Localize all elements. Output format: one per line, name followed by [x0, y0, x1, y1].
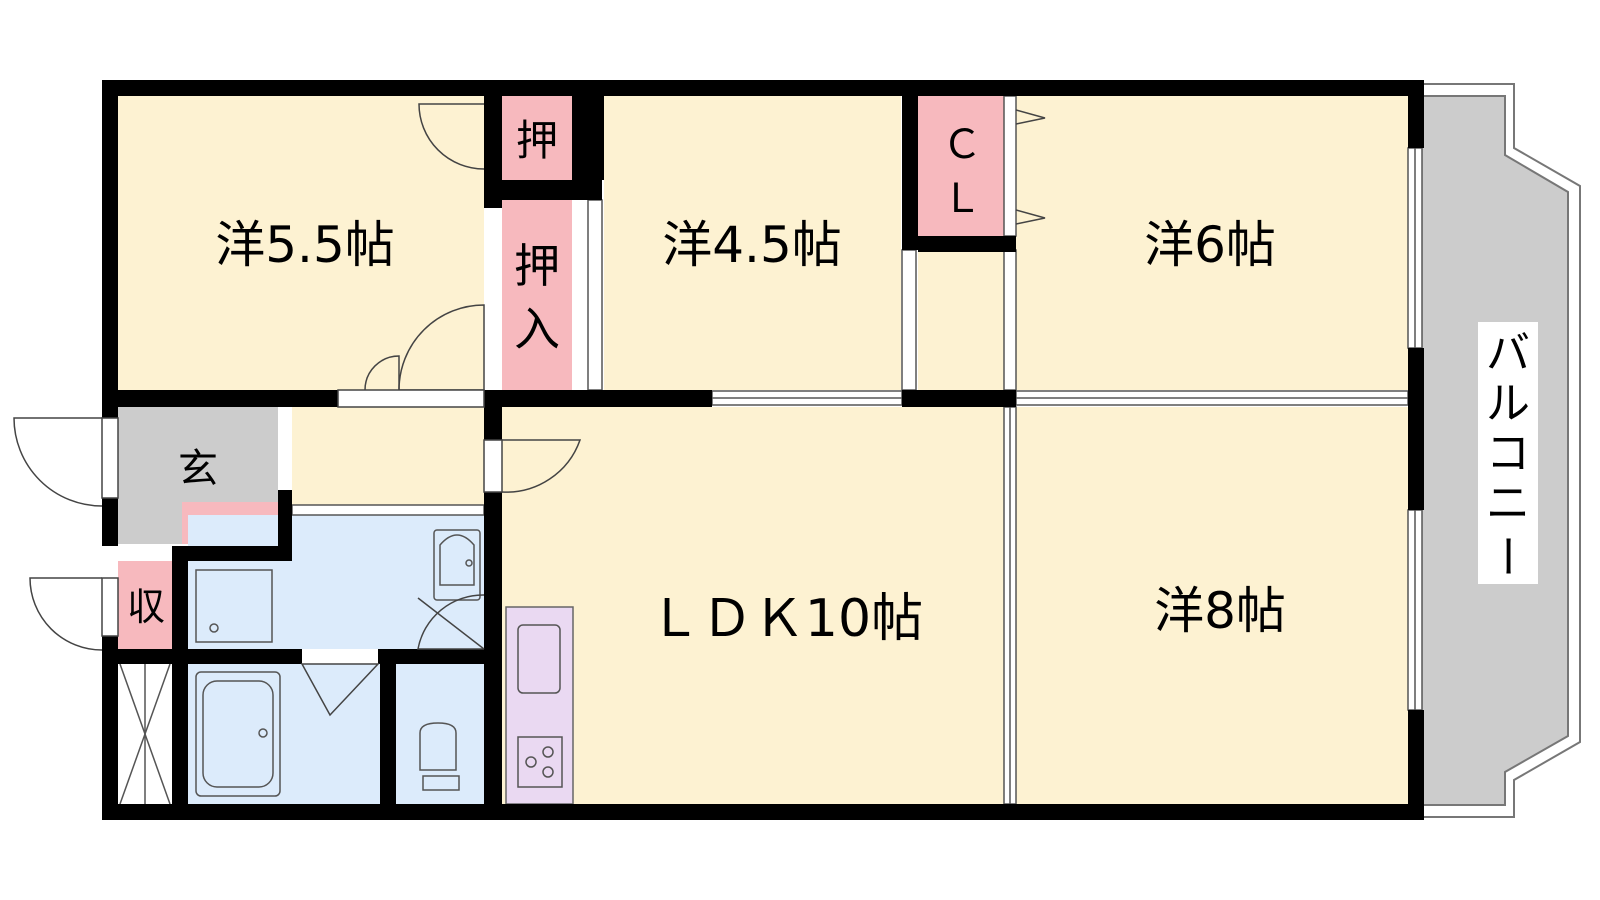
sink-icon — [517, 624, 561, 694]
fixtures — [119, 529, 563, 805]
closet-mid — [502, 200, 572, 390]
label-entrance: 玄 — [178, 446, 218, 492]
door-entrance — [13, 417, 103, 507]
hall-lower — [292, 407, 484, 505]
label-ldk: ＬＤＫ10帖 — [649, 589, 923, 649]
toilet-room — [396, 664, 484, 804]
room-labels: 洋5.5帖 洋4.5帖 洋6帖 洋8帖 ＬＤＫ10帖 玄 収 押 押 入 Ｃ Ｌ… — [127, 116, 1538, 649]
balcony-char: コ — [1486, 428, 1530, 479]
toilet-icon — [419, 722, 457, 771]
kitchen-counter — [505, 606, 574, 805]
closet-cl — [918, 96, 1007, 236]
room-western-4-5 — [604, 96, 901, 390]
doors — [13, 103, 1046, 717]
room-western-5-5 — [118, 96, 484, 390]
room-western-6 — [1016, 96, 1408, 390]
door-western-5-5 — [398, 304, 485, 391]
balcony-char: ル — [1486, 378, 1530, 429]
stove-icon — [517, 736, 563, 788]
storage-small — [118, 561, 172, 649]
label-balcony: バ ル コ ニ ー — [1478, 322, 1538, 584]
room-ldk — [502, 407, 1004, 804]
label-western-5-5: 洋5.5帖 — [215, 216, 395, 274]
label-western-4-5: 洋4.5帖 — [662, 216, 842, 274]
label-cl-1: Ｃ — [942, 122, 982, 168]
label-western-6: 洋6帖 — [1144, 216, 1276, 274]
door-bathroom — [300, 663, 380, 717]
door-storage — [29, 577, 103, 651]
room-fills — [118, 96, 1408, 805]
closet-top — [502, 96, 572, 180]
walls — [102, 80, 1424, 820]
door-closet-cl — [1015, 109, 1046, 125]
label-western-8: 洋8帖 — [1154, 582, 1286, 640]
label-closet-mid-2: 入 — [514, 302, 560, 356]
balcony-char: ー — [1481, 534, 1532, 578]
door-ldk — [501, 439, 582, 493]
balcony-char: ニ — [1486, 478, 1530, 529]
label-cl-2: Ｌ — [942, 176, 982, 222]
bathtub-icon — [195, 671, 281, 797]
label-storage-small: 収 — [127, 585, 165, 629]
washing-machine-icon — [195, 569, 273, 643]
balcony-char: バ — [1486, 328, 1530, 379]
bathroom — [188, 664, 380, 804]
label-closet-top: 押 — [516, 116, 558, 165]
hall-upper — [918, 250, 1007, 390]
label-closet-mid-1: 押 — [514, 239, 560, 293]
door-closet-top — [418, 103, 485, 170]
room-western-8 — [1016, 407, 1408, 804]
door-washroom — [417, 594, 485, 650]
